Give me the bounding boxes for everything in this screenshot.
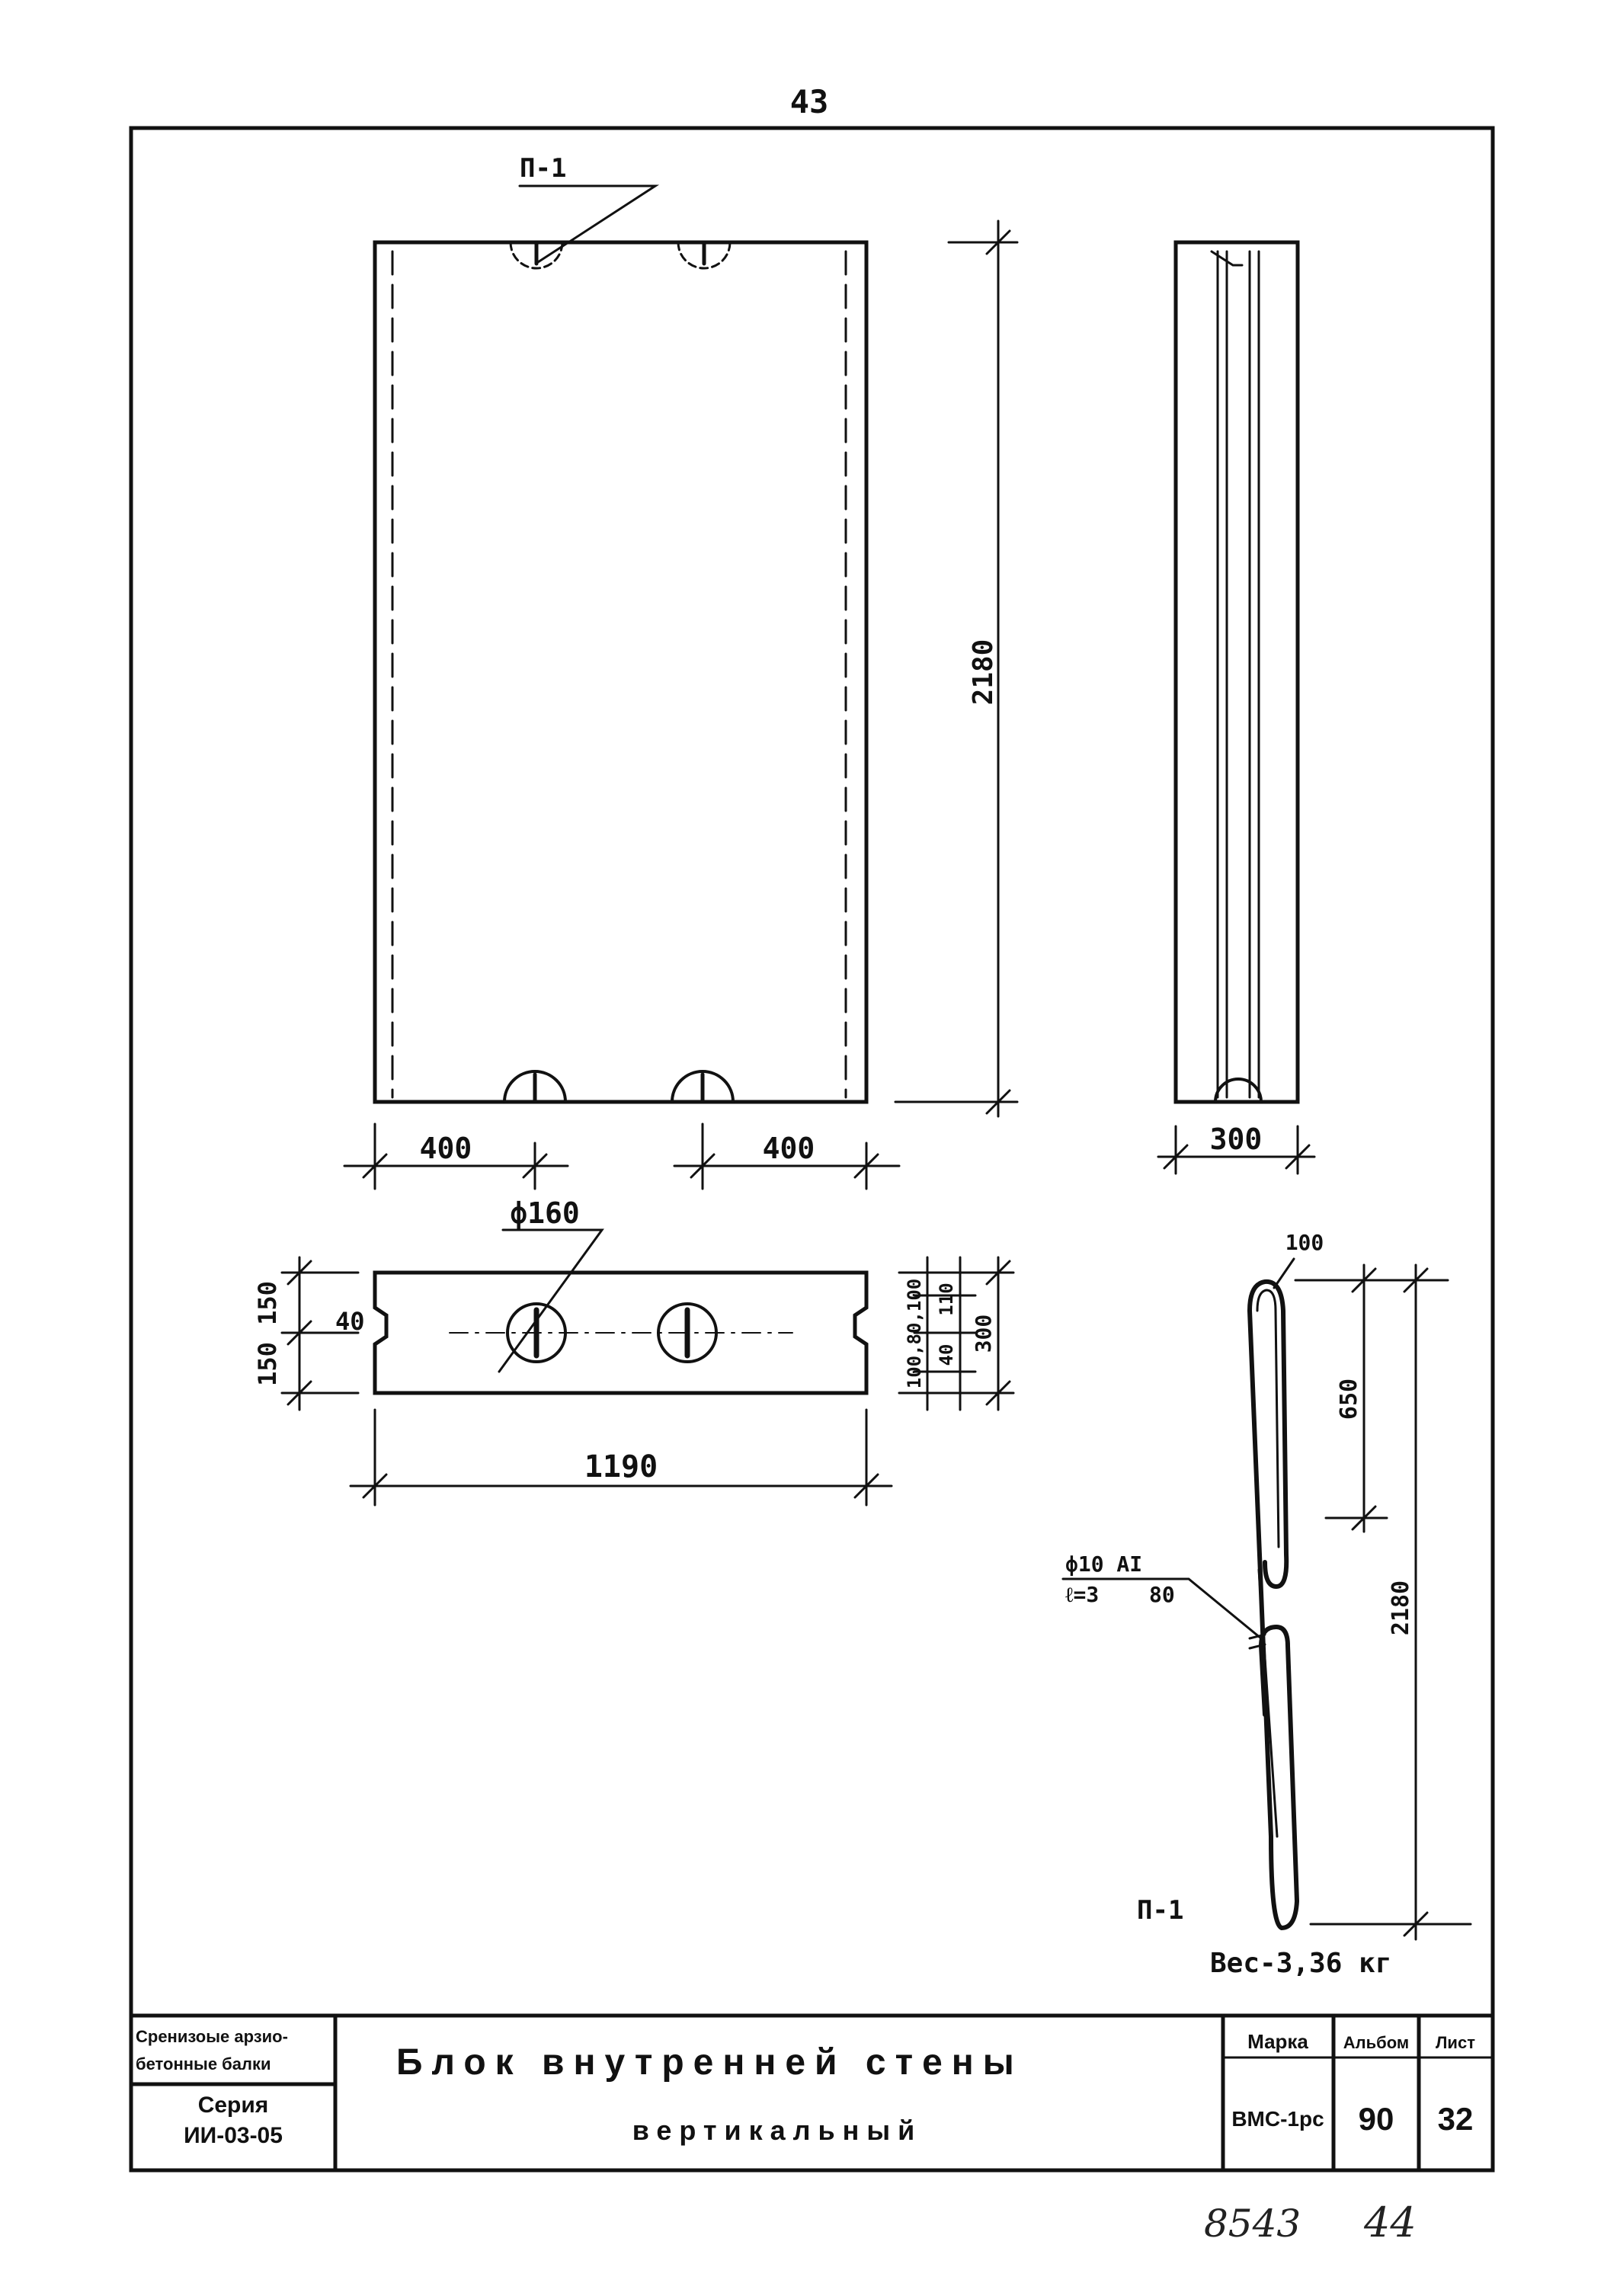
plan-view [373,1228,869,1395]
mark-value: ВМС-1рс [1231,2107,1324,2131]
album-value: 90 [1359,2101,1394,2137]
lifting-loop-detail [1061,1257,1300,1931]
loop-dimensions [1294,1263,1472,1941]
hole-diameter-label: ф160 [510,1196,580,1230]
rebar-spec-bottom-right: 80 [1149,1582,1175,1607]
loop-weight-label: Вес-3,36 кг [1210,1948,1391,1979]
plan-left-dimensions [280,1256,360,1411]
edge-dim-right-label: 400 [763,1132,815,1165]
edge-dim-left-label: 400 [420,1132,472,1165]
height-dim-label: 2180 [968,639,999,706]
handwritten-note-right: 44 [1363,2198,1417,2246]
sheet-value: 32 [1438,2101,1474,2137]
rebar-spec-top: ф10 AI [1065,1551,1142,1577]
side-view [1173,240,1300,1104]
series-name-line2: бетонные балки [136,2054,271,2073]
side-dim-stack: 100,80,100 [904,1279,925,1389]
side-dim-total: 300 [971,1315,996,1353]
height-dimension [894,219,1019,1118]
width-dim-label: 1190 [584,1449,658,1484]
rebar-spec-bottom-left: ℓ=3 [1065,1582,1099,1607]
thickness-dimension [1157,1125,1316,1175]
width-dimension [349,1408,893,1507]
plan-right-dimensions [898,1256,1015,1411]
title-line2: вертикальный [632,2115,923,2146]
loop-name-label: П-1 [1137,1895,1183,1926]
sheet-frame [129,126,1495,2173]
title-block-lines [129,2013,1495,2173]
side-dim-inner: 110 [936,1282,957,1315]
title-line1: Блок внутренней стены [396,2042,1023,2083]
col-album-header: Альбом [1343,2033,1409,2052]
series-name-line1: Сренизоые арзио- [136,2027,288,2046]
front-elevation [373,184,869,1104]
edge-dimensions [343,1122,901,1190]
loop-total-dim-label: 2180 [1388,1580,1414,1635]
series-code: ИИ-03-05 [184,2123,283,2148]
side-dim-small: 40 [936,1344,957,1366]
handwritten-note-left: 8543 [1204,2202,1301,2246]
plan-dim-150-a: 150 [253,1281,282,1325]
callout-loop-label: П-1 [520,153,566,184]
series-label: Серия [198,2093,269,2118]
page-number: 43 [790,83,829,120]
loop-upper-dim-label: 650 [1336,1379,1362,1420]
loop-top-dim-label: 100 [1285,1230,1324,1255]
notch-depth-label: 40 [335,1307,365,1336]
col-mark-header: Марка [1247,2030,1308,2053]
thickness-dim-label: 300 [1210,1122,1263,1156]
plan-dim-150-b: 150 [253,1342,282,1386]
col-sheet-header: Лист [1436,2033,1475,2052]
